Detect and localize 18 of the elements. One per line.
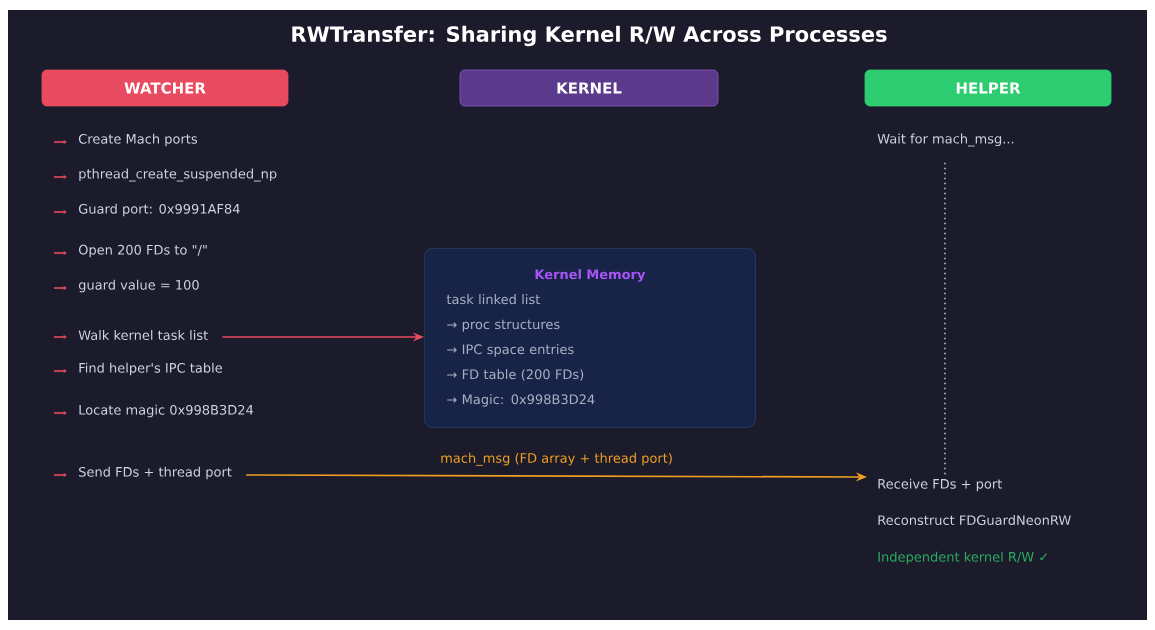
- step-text: Guard port: 0x9991AF84: [78, 203, 240, 217]
- step-text: Receive FDs + port: [878, 478, 1002, 492]
- column-header: WATCHER: [41, 69, 289, 107]
- step-text: Wait for mach_msg...: [877, 133, 1014, 147]
- step-text: Send FDs + thread port: [79, 466, 232, 480]
- step-text: Reconstruct FDGuardNeonRW: [878, 514, 1071, 526]
- step-text: guard value = 100: [78, 279, 199, 293]
- column-header: HELPER: [864, 69, 1112, 107]
- title: RWTransfer: Sharing Kernel R/W Across Processes: [292, 25, 887, 47]
- memory-box: Kernel Memory task linked list → proc structures → IPC space entries → FD table (200 FDs) → Magic: 0x998B3D24: [424, 248, 756, 428]
- column-header: KERNEL: [459, 69, 719, 107]
- step-text: Open 200 FDs to "/": [78, 244, 207, 258]
- step-text: Walk kernel task list: [78, 329, 208, 341]
- step-text: Independent kernel R/W ✓: [878, 551, 1047, 565]
- step-text: pthread_create_suspended_np: [79, 168, 277, 182]
- step-text: Create Mach ports: [78, 133, 197, 147]
- step-text: Find helper's IPC table: [79, 362, 222, 376]
- step-text: Locate magic 0x998B3D24: [79, 404, 254, 418]
